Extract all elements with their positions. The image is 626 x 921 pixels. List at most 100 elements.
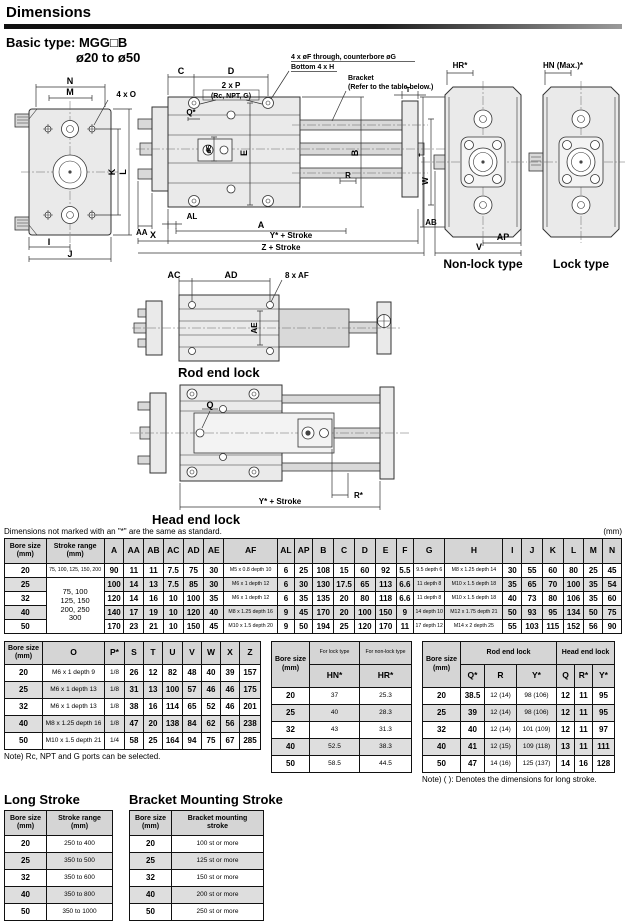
- table-cell: 40: [502, 591, 523, 606]
- table-cell: 62: [201, 715, 221, 733]
- non-lock-view-geometry: [421, 81, 527, 243]
- table-cell: 41: [460, 738, 485, 756]
- table-header-cell: E: [374, 538, 397, 564]
- table-cell: 25: [129, 852, 172, 870]
- dim-label-os: øS: [206, 144, 213, 153]
- table-cell: 26: [124, 664, 144, 682]
- table-cell: 12: [556, 721, 575, 739]
- table-header-cell: P*: [104, 641, 125, 665]
- table-cell: 55: [521, 563, 543, 578]
- table-cell: 30: [293, 577, 314, 592]
- table-cell: 16: [574, 755, 593, 773]
- table-cell: 170: [103, 619, 125, 634]
- end-views-drawing: HR* HN (Max.)* U W AP V Non-lock type Lo…: [419, 61, 625, 271]
- table-cell: 70: [541, 577, 564, 592]
- table-cell: 20: [129, 835, 172, 853]
- dim-label-v: V: [476, 242, 482, 252]
- table-cell: 350 to 1000: [46, 903, 113, 921]
- table-cell: 17: [123, 605, 145, 620]
- table-cell: 40: [129, 886, 172, 904]
- dim-label-u: U: [419, 152, 422, 158]
- table-cell: 40: [4, 886, 47, 904]
- table-cell: 32: [4, 869, 47, 887]
- dim-label-a: A: [258, 220, 265, 230]
- table-cell: 32: [422, 721, 461, 739]
- table-cell: 47: [124, 715, 144, 733]
- dim-label-t: T: [406, 87, 411, 94]
- table-cell: 93: [521, 605, 543, 620]
- table-cell: 10: [162, 619, 184, 634]
- dim-label-l: L: [118, 169, 128, 175]
- table-cell: 45: [602, 563, 622, 578]
- dim-label-d: D: [228, 66, 235, 76]
- table-cell: 35: [583, 577, 604, 592]
- table-cell: 5.5: [395, 563, 415, 578]
- table-cell: 40: [4, 605, 47, 620]
- main-view-dimensions: [137, 61, 426, 256]
- table-header-cell: Bore size (mm): [271, 641, 310, 688]
- table-cell: 28.3: [359, 704, 412, 722]
- table-cell: 58: [124, 732, 144, 750]
- table-cell: 16: [143, 698, 163, 716]
- table-cell: 11 depth 8: [413, 577, 446, 592]
- table-cell: 45: [293, 605, 314, 620]
- table-header-cell: AA: [123, 538, 145, 564]
- main-side-view-drawing: 4 x øF through, counterbore øG Bottom 4 …: [136, 54, 446, 256]
- table-header-cell: For lock type: [309, 641, 360, 665]
- basic-type-label: Basic type: MGG□B: [6, 35, 128, 50]
- table-cell: 95: [592, 704, 615, 722]
- table-cell: 1/8: [104, 698, 125, 716]
- table-cell: 11 depth 8: [413, 591, 446, 606]
- table-header-cell: Bore size (mm): [4, 641, 43, 665]
- unit-label: (mm): [603, 527, 622, 536]
- table-cell: 50: [502, 605, 523, 620]
- table-cell: 150 st or more: [171, 869, 264, 887]
- table-cell: 20: [143, 715, 163, 733]
- table-cell: 201: [239, 698, 261, 716]
- table-cell: 43: [309, 721, 360, 739]
- table-cell: 98 (106): [516, 687, 557, 705]
- table-cell: 7.5: [162, 563, 184, 578]
- dim-label-ac: AC: [168, 270, 181, 280]
- table-cell: 118: [374, 591, 397, 606]
- table-cell: 12 (14): [484, 687, 517, 705]
- dim-label-ab: AB: [425, 218, 437, 227]
- dim-label-8xaf: 8 x AF: [285, 271, 309, 280]
- table-cell: 46: [220, 698, 240, 716]
- long-stroke-group: Long Stroke Bore size (mm)Stroke range (…: [4, 792, 113, 921]
- callout-h: Bottom 4 x H: [291, 64, 334, 71]
- table-cell: 111: [592, 738, 615, 756]
- dim-label-4xo: 4 x O: [116, 90, 136, 99]
- table-cell: 40: [460, 721, 485, 739]
- table-cell: 14: [556, 755, 575, 773]
- dim-label-q: Q*: [186, 108, 196, 117]
- table-header-cell: N: [602, 538, 622, 564]
- table-cell: 12: [556, 704, 575, 722]
- table-cell: 47: [460, 755, 485, 773]
- page-title: Dimensions: [6, 4, 92, 21]
- ports-note: Note) Rc, NPT and G ports can be selecte…: [4, 752, 161, 761]
- table-cell: 14: [123, 591, 145, 606]
- table-cell: 100: [182, 591, 205, 606]
- table-header-cell: U: [162, 641, 183, 665]
- table-cell: 100: [562, 577, 585, 592]
- table-cell: 6: [277, 577, 295, 592]
- table-cell: 1/8: [104, 715, 125, 733]
- table-cell: 15: [333, 563, 355, 578]
- table-cell: 7.5: [162, 577, 184, 592]
- table-cell: 1/8: [104, 681, 125, 699]
- dim-label-q2: Q: [206, 400, 213, 410]
- table-cell: 25.3: [359, 687, 412, 705]
- dim-label-ap: AP: [497, 232, 510, 242]
- table-cell: 250 st or more: [171, 903, 264, 921]
- table-cell: 75: [182, 563, 205, 578]
- table-cell: 73: [521, 591, 543, 606]
- table-cell: M12 x 1.75 depth 21: [444, 605, 504, 620]
- table-cell: 17 depth 12: [413, 619, 446, 634]
- table-cell: 12 (14): [484, 721, 517, 739]
- table-cell: 12: [556, 687, 575, 705]
- title-underline-bar: [4, 24, 622, 29]
- table-header-cell: T: [143, 641, 163, 665]
- table-cell: 9.5 depth 6: [413, 563, 446, 578]
